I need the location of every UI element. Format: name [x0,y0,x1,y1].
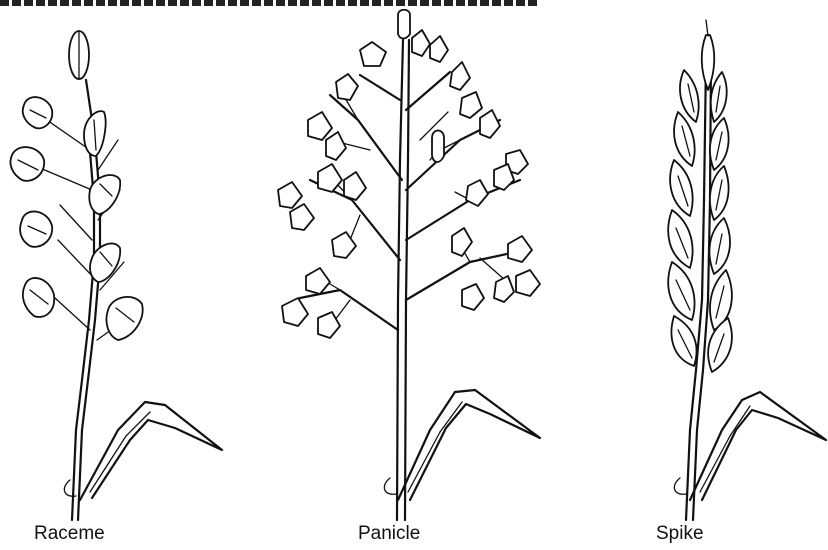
spike-label: Spike [656,523,704,545]
raceme-label: Raceme [34,523,105,545]
panicle-label: Panicle [358,523,420,545]
